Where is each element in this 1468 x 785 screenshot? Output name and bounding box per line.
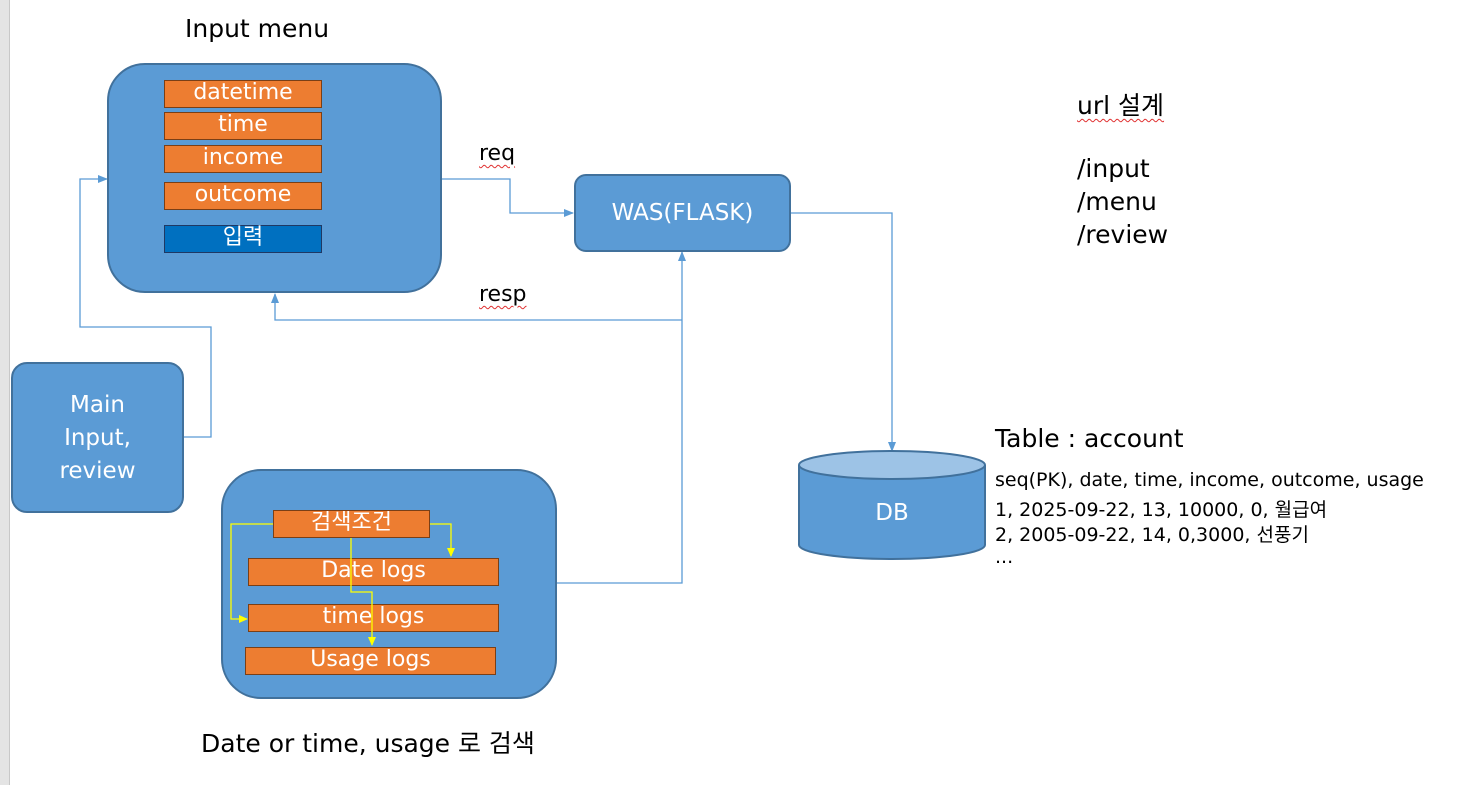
slide-left-edge	[0, 0, 10, 785]
req-label: req	[479, 141, 516, 166]
route-input: /input	[1077, 154, 1150, 183]
submit-button[interactable]: 입력	[164, 225, 322, 253]
req-connector	[442, 178, 574, 217]
resp-connector	[271, 293, 682, 321]
route-review: /review	[1077, 220, 1169, 249]
search-caption: Date or time, usage 로 검색	[201, 729, 535, 758]
search-to-was-connector	[557, 251, 686, 584]
main-label-line-1: Main	[70, 392, 125, 418]
input-menu-title: Input menu	[185, 14, 330, 43]
url-design-title-text: url 설계	[1077, 91, 1165, 120]
main-label-line-3: review	[59, 458, 136, 484]
time-field[interactable]: time	[164, 112, 322, 140]
table-title: Table : account	[995, 424, 1184, 453]
was-to-db-connector	[791, 212, 896, 452]
was-box	[574, 174, 791, 252]
table-header: seq(PK), date, time, income, outcome, us…	[995, 469, 1424, 491]
table-ellipsis: ...	[995, 546, 1014, 568]
db-cylinder-icon	[798, 450, 986, 560]
outcome-field[interactable]: outcome	[164, 182, 322, 210]
main-to-input-connector	[79, 175, 212, 438]
income-field[interactable]: income	[164, 145, 322, 173]
route-menu: /menu	[1077, 187, 1157, 216]
time-logs-item[interactable]: time logs	[248, 604, 499, 632]
table-row-1: 1, 2025-09-22, 13, 10000, 0, 월급여	[995, 499, 1328, 521]
resp-label: resp	[479, 282, 527, 307]
main-box	[11, 362, 184, 513]
main-label-line-2: Input,	[64, 425, 131, 451]
date-logs-item[interactable]: Date logs	[248, 558, 499, 586]
usage-logs-item[interactable]: Usage logs	[245, 647, 496, 675]
db-label: DB	[875, 500, 909, 526]
search-condition-field[interactable]: 검색조건	[273, 510, 430, 538]
was-label: WAS(FLASK)	[611, 200, 754, 226]
datetime-field[interactable]: datetime	[164, 80, 322, 108]
url-design-title: url 설계	[1077, 86, 1164, 122]
table-row-2: 2, 2005-09-22, 14, 0,3000, 선풍기	[995, 524, 1309, 546]
